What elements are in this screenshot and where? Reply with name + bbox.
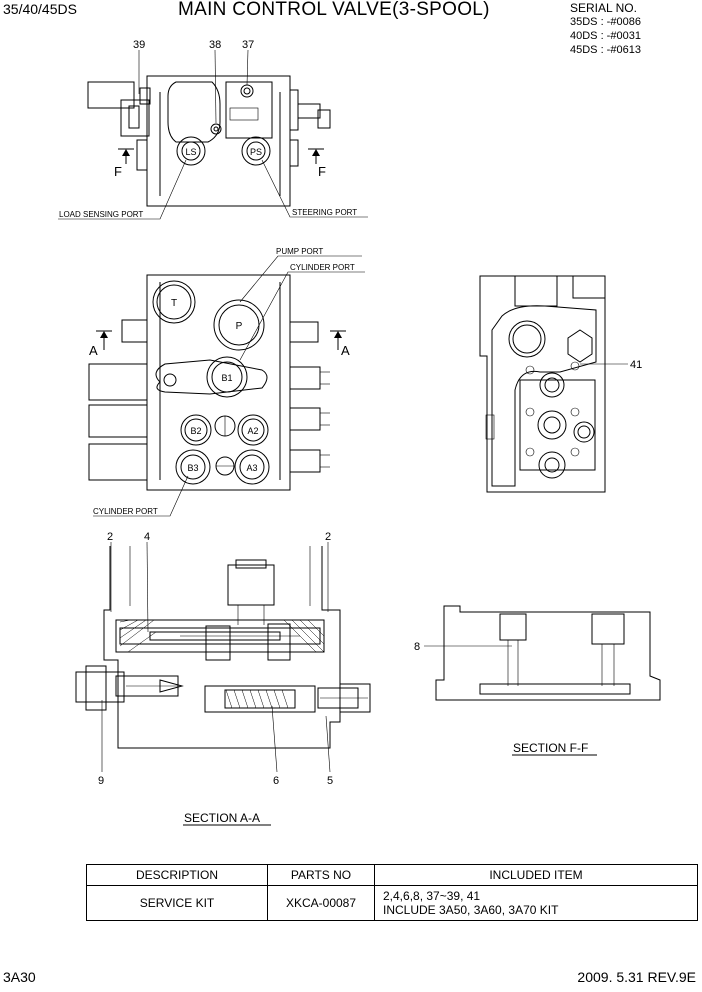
- callout-8: 8: [414, 641, 420, 653]
- callout-38: 38: [209, 39, 221, 51]
- section-ff: [424, 605, 661, 701]
- parts-table-header: DESCRIPTION PARTS NO INCLUDED ITEM: [86, 864, 698, 886]
- page-title: MAIN CONTROL VALVE(3-SPOOL): [178, 0, 490, 20]
- header-description: DESCRIPTION: [86, 864, 268, 886]
- cell-description: SERVICE KIT: [86, 885, 268, 921]
- date-revision: 2009. 5.31 REV.9E: [577, 969, 696, 985]
- serial-line: 35DS : -#0086: [570, 16, 641, 28]
- callout-5: 5: [327, 775, 333, 787]
- parts-table: DESCRIPTION PARTS NO INCLUDED ITEM SERVI…: [86, 864, 698, 921]
- cylinder-port-label: CYLINDER PORT: [290, 263, 355, 272]
- page-number: 3A30: [3, 969, 36, 985]
- pump-port-label: PUMP PORT: [276, 247, 323, 256]
- cylinder-port-label: CYLINDER PORT: [93, 507, 158, 516]
- callout-4: 4: [144, 531, 150, 543]
- port-code-a3: A3: [246, 463, 257, 473]
- section-mark-f: F: [318, 164, 326, 179]
- callout-37: 37: [242, 39, 254, 51]
- section-mark-a: A: [89, 343, 98, 358]
- section-mark-a: A: [341, 343, 350, 358]
- callout-39: 39: [133, 39, 145, 51]
- port-code-ls: LS: [185, 147, 196, 157]
- port-code-p: P: [236, 321, 243, 332]
- section-aa: [75, 541, 371, 773]
- callout-9: 9: [98, 775, 104, 787]
- top-view: [58, 49, 368, 220]
- cell-parts-no: XKCA-00087: [267, 885, 375, 921]
- cell-included-item: 2,4,6,8, 37~39, 41 INCLUDE 3A50, 3A60, 3…: [374, 885, 698, 921]
- port-code-b3: B3: [187, 463, 198, 473]
- side-view: [479, 275, 628, 493]
- port-code-ps: PS: [250, 147, 262, 157]
- callout-2: 2: [325, 531, 331, 543]
- port-code-b1: B1: [221, 373, 232, 383]
- included-line: INCLUDE 3A50, 3A60, 3A70 KIT: [383, 903, 559, 917]
- serial-title: SERIAL NO.: [570, 1, 637, 15]
- header-parts-no: PARTS NO: [267, 864, 375, 886]
- serial-line: 40DS : -#0031: [570, 30, 641, 42]
- included-line: 2,4,6,8, 37~39, 41: [383, 889, 481, 903]
- serial-line: 45DS : -#0613: [570, 44, 641, 56]
- table-row: SERVICE KIT XKCA-00087 2,4,6,8, 37~39, 4…: [86, 885, 698, 921]
- model-label: 35/40/45DS: [3, 1, 77, 17]
- callout-6: 6: [273, 775, 279, 787]
- steering-port-label: STEERING PORT: [292, 208, 357, 217]
- load-sensing-port-label: LOAD SENSING PORT: [59, 210, 143, 219]
- callout-41: 41: [630, 359, 642, 371]
- section-aa-title: SECTION A-A: [184, 811, 260, 825]
- header-included-item: INCLUDED ITEM: [374, 864, 698, 886]
- port-code-t: T: [171, 298, 177, 309]
- section-ff-title: SECTION F-F: [513, 741, 588, 755]
- section-mark-f: F: [114, 164, 122, 179]
- port-code-b2: B2: [190, 426, 201, 436]
- callout-2: 2: [107, 531, 113, 543]
- port-code-a2: A2: [247, 426, 258, 436]
- front-view: [88, 255, 365, 517]
